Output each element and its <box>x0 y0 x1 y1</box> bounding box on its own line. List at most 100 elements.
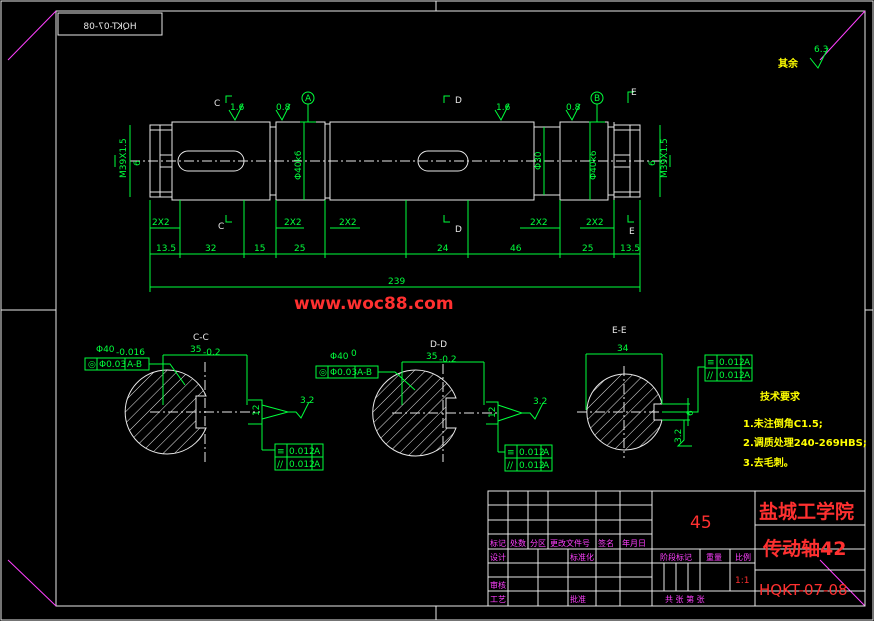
chamfer-1: 2X2 <box>152 218 170 228</box>
section-c-tol-datum-2: A <box>314 460 321 470</box>
main-dimension-lines <box>114 122 671 292</box>
section-d-dia: Φ40 <box>330 352 349 362</box>
length-6: 46 <box>510 244 522 254</box>
length-2: 32 <box>205 244 216 254</box>
label-design: 设计 <box>490 552 506 562</box>
school-name: 盐城工学院 <box>759 500 854 523</box>
row-label-sign: 签名 <box>598 538 614 548</box>
section-c-sym-symbol: ≡ <box>277 447 285 457</box>
shaft-main-view <box>130 121 670 201</box>
section-d-tol-datum-2: A <box>543 461 550 471</box>
chamfer-4: 2X2 <box>530 218 548 228</box>
section-markers <box>225 91 634 223</box>
section-mark-e-bottom: E <box>629 227 635 237</box>
row-label-date: 年月日 <box>622 538 646 548</box>
section-c-c: C-C 35 -0.2 Φ40 -0.016 ◎ Φ0.03 A-B 12 3.… <box>84 333 324 471</box>
section-c-tol-datum-1: A <box>314 447 321 457</box>
section-d-runout-symbol: ◎ <box>319 368 327 378</box>
title-block-grid <box>487 490 866 607</box>
watermark: www.woc88.com <box>294 294 454 314</box>
section-e-e: E-E 34 6 3.2 ≡ // 0.012 0.012 A A <box>577 326 753 458</box>
section-c-title: C-C <box>193 333 209 343</box>
label-weight: 重量 <box>706 552 722 562</box>
section-mark-c-bottom: C <box>218 222 224 232</box>
section-c-width-tol: -0.2 <box>203 348 221 358</box>
label-sheets: 共 张 第 张 <box>665 594 705 604</box>
section-e-tol-datum-2: A <box>744 371 751 381</box>
section-d-sym-symbol: ≡ <box>507 448 515 458</box>
section-c-sym-tol: 0.012 <box>289 447 315 457</box>
row-label-change: 更改文件号 <box>550 538 590 548</box>
section-c-width: 35 <box>190 345 201 355</box>
section-mark-d-bottom: D <box>455 225 462 235</box>
chamfer-2: 2X2 <box>284 218 302 228</box>
section-d-runout: Φ0.03 <box>330 368 357 378</box>
inner-frame <box>55 10 866 607</box>
title-block-code: HQKT-07-08 <box>759 581 848 599</box>
section-d-tol-datum-1: A <box>543 448 550 458</box>
chamfer-3: 2X2 <box>339 218 357 228</box>
corner-marks <box>7 10 866 607</box>
length-5: 24 <box>437 244 449 254</box>
label-stage: 阶段标记 <box>660 552 692 562</box>
length-4: 25 <box>294 244 305 254</box>
section-d-dia-tol: 0 <box>351 349 357 359</box>
dia-2-dim: Φ40k6 <box>589 150 599 180</box>
label-approve: 批准 <box>570 594 586 604</box>
section-d-d: D-D 35 -0.2 Φ40 0 ◎ Φ0.03 A-B 12 3.2 ≡ /… <box>315 340 553 472</box>
drawing-code-mirrored: HQKT-07-08 <box>83 22 136 32</box>
section-c-dia-tol: -0.016 <box>116 348 145 358</box>
section-d-par-tol: 0.012 <box>519 461 545 471</box>
material: 45 <box>690 513 712 533</box>
section-e-par-symbol: // <box>707 371 714 381</box>
dia-1-dim: Φ40k6 <box>294 150 304 180</box>
tech-req-item-1: 1.未注倒角C1.5; <box>743 417 823 430</box>
section-d-datum: A-B <box>357 368 372 378</box>
surface-finish-rest-label: 其余 <box>778 57 799 70</box>
surface-finish-rest-value: 6.3 <box>814 45 828 55</box>
section-e-sym-tol: 0.012 <box>719 358 745 368</box>
roughness-4: 0.8 <box>566 103 581 113</box>
label-process: 工艺 <box>490 595 506 604</box>
section-mark-e-top: E <box>631 88 637 98</box>
right-key-dim: 6 <box>648 160 658 166</box>
section-c-par-tol: 0.012 <box>289 460 315 470</box>
length-8: 13.5 <box>620 244 640 254</box>
section-d-width: 35 <box>426 352 437 362</box>
title-block-labels: 标记 处数 分区 更改文件号 签名 年月日 设计 标准化 阶段标记 重量 比例 … <box>490 538 751 604</box>
chamfer-5: 2X2 <box>586 218 604 228</box>
length-3: 15 <box>254 244 265 254</box>
section-e-width: 34 <box>617 344 629 354</box>
length-1: 13.5 <box>156 244 176 254</box>
section-d-par-symbol: // <box>507 461 514 471</box>
label-standard: 标准化 <box>570 552 594 562</box>
section-d-title: D-D <box>430 340 447 350</box>
section-e-tol-datum-1: A <box>744 358 751 368</box>
section-c-runout: Φ0.03 <box>99 360 126 370</box>
tech-req-title: 技术要求 <box>760 390 801 403</box>
section-d-width-tol: -0.2 <box>439 355 457 365</box>
section-c-keyway: 12 <box>252 405 262 416</box>
section-c-runout-symbol: ◎ <box>88 360 96 370</box>
roughness-1: 1.6 <box>230 103 245 113</box>
section-d-roughness: 3.2 <box>533 397 547 407</box>
datum-a-label: A <box>305 94 312 104</box>
tech-req-item-2: 2.调质处理240-269HBS; <box>743 436 867 449</box>
section-e-par-tol: 0.012 <box>719 371 745 381</box>
section-d-sym-tol: 0.012 <box>519 448 545 458</box>
section-c-datum: A-B <box>127 360 142 370</box>
roughness-symbol-rest <box>809 47 829 69</box>
section-mark-d-top: D <box>455 96 462 106</box>
section-c-par-symbol: // <box>277 460 284 470</box>
section-e-roughness: 3.2 <box>674 429 684 443</box>
section-e-keyway: 6 <box>686 410 696 416</box>
row-label-mark: 标记 <box>490 538 506 548</box>
length-7: 25 <box>582 244 593 254</box>
section-d-keyway: 12 <box>488 407 498 418</box>
left-key-dim: 6 <box>133 160 143 166</box>
label-scale: 比例 <box>735 552 751 562</box>
section-mark-c-top: C <box>214 99 220 109</box>
part-name: 传动轴42 <box>762 537 846 560</box>
